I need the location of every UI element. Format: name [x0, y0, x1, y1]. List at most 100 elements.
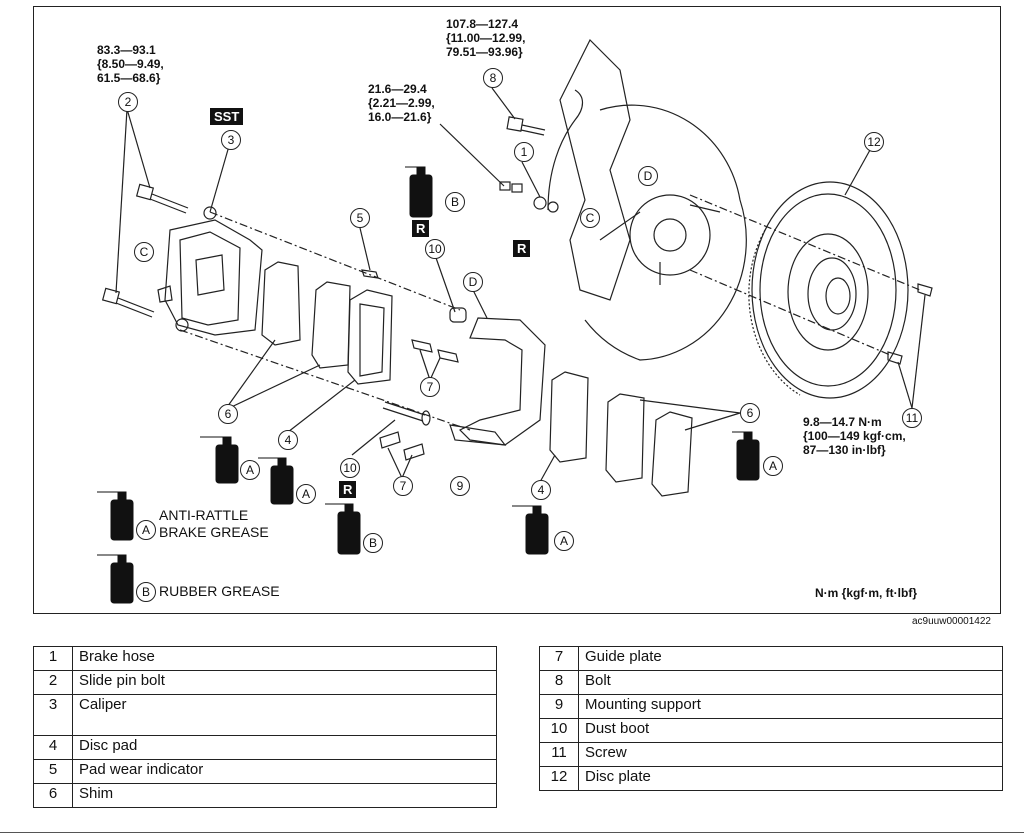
torque-spec-bolt: 107.8—127.4 {11.00—12.99, 79.51—93.96} — [446, 17, 526, 59]
hose-fitting — [499, 181, 523, 193]
callout-11: 11 — [902, 408, 922, 428]
part-name: Screw — [578, 742, 1003, 767]
grease-can-b-bottom — [325, 503, 361, 555]
units-note: N·m {kgf·m, ft·lbf} — [815, 586, 917, 600]
diagram-frame — [33, 6, 1001, 614]
slide-pin-bolt-upper — [135, 183, 189, 214]
part-number: 3 — [33, 694, 73, 736]
mounting-support — [449, 317, 546, 446]
part-number: 4 — [33, 735, 73, 760]
grease-b-top: B — [445, 192, 465, 212]
legend-a-marker: A — [136, 520, 156, 540]
brake-exploded-diagram — [97, 38, 933, 604]
legend-b-label: RUBBER GREASE — [159, 583, 280, 599]
torque-spec-screw: 9.8—14.7 N·m {100—149 kgf·cm, 87—130 in·… — [803, 415, 906, 457]
part-name: Disc plate — [578, 766, 1003, 791]
part-name: Dust boot — [578, 718, 1003, 743]
disc-plate — [748, 181, 909, 399]
r-badge-top: R — [412, 220, 430, 237]
dust-boot-upper — [449, 307, 467, 323]
callout-1: 1 — [514, 142, 534, 162]
callout-9: 9 — [450, 476, 470, 496]
callout-2: 2 — [118, 92, 138, 112]
screw-lower — [887, 351, 903, 365]
grease-c-knuckle: C — [580, 208, 600, 228]
part-number: 8 — [539, 670, 579, 695]
grease-b-bottom: B — [363, 533, 383, 553]
disc-pad-outer-backing — [311, 281, 351, 369]
callout-7-lower: 7 — [393, 476, 413, 496]
guide-plates-upper — [411, 339, 459, 363]
part-number: 7 — [539, 646, 579, 671]
screw-upper — [917, 283, 933, 297]
callout-12: 12 — [864, 132, 884, 152]
disc-pad-inner-backing — [605, 393, 645, 483]
legend-grease-can-b — [97, 554, 134, 604]
part-name: Mounting support — [578, 694, 1003, 719]
grease-d-knuckle: D — [638, 166, 658, 186]
part-number: 11 — [539, 742, 579, 767]
grease-can-b-top — [405, 166, 433, 218]
caliper-shape — [157, 206, 263, 336]
torque-spec-hose: 21.6—29.4 {2.21—2.99, 16.0—21.6} — [368, 82, 435, 124]
guide-plates-lower — [379, 431, 425, 461]
grease-a-1: A — [240, 460, 260, 480]
part-name: Brake hose — [72, 646, 497, 671]
part-number: 10 — [539, 718, 579, 743]
callout-4-left: 4 — [278, 430, 298, 450]
grease-d-support: D — [463, 272, 483, 292]
grease-can-a-1 — [200, 436, 239, 484]
legend-b-marker: B — [136, 582, 156, 602]
grease-a-3: A — [554, 531, 574, 551]
callout-10-upper: 10 — [425, 239, 445, 259]
callout-5: 5 — [350, 208, 370, 228]
part-name: Guide plate — [578, 646, 1003, 671]
part-name: Caliper — [72, 694, 497, 736]
torque-spec-slide-pin: 83.3—93.1 {8.50—9.49, 61.5—68.6} — [97, 43, 164, 85]
steering-knuckle — [559, 38, 747, 361]
page-divider — [0, 832, 1024, 833]
pad-wear-indicator — [361, 269, 379, 279]
callout-7-upper: 7 — [420, 377, 440, 397]
shim-right — [651, 411, 693, 497]
legend-a-label: ANTI-RATTLE BRAKE GREASE — [159, 507, 269, 540]
part-name: Disc pad — [72, 735, 497, 760]
grease-a-2: A — [296, 484, 316, 504]
callout-6-left: 6 — [218, 404, 238, 424]
part-name: Pad wear indicator — [72, 759, 497, 784]
part-number: 1 — [33, 646, 73, 671]
callout-8: 8 — [483, 68, 503, 88]
sst-badge: SST — [210, 108, 244, 125]
part-number: 2 — [33, 670, 73, 695]
callout-6-right: 6 — [740, 403, 760, 423]
part-name: Slide pin bolt — [72, 670, 497, 695]
slide-pin-bolt-lower — [101, 287, 155, 318]
dust-boot-pin — [382, 401, 431, 426]
disc-pad-inner — [549, 371, 589, 463]
callout-10-lower: 10 — [340, 458, 360, 478]
part-number: 5 — [33, 759, 73, 784]
figure-reference: ac9uuw00001422 — [912, 616, 991, 627]
legend-grease-can-a — [97, 491, 134, 541]
shim-left — [261, 261, 301, 346]
r-badge-bottom: R — [339, 481, 357, 498]
grease-c-caliper: C — [134, 242, 154, 262]
part-number: 12 — [539, 766, 579, 791]
grease-can-a-2 — [258, 457, 294, 505]
part-name: Shim — [72, 783, 497, 808]
part-number: 6 — [33, 783, 73, 808]
grease-can-a-4 — [732, 431, 760, 481]
